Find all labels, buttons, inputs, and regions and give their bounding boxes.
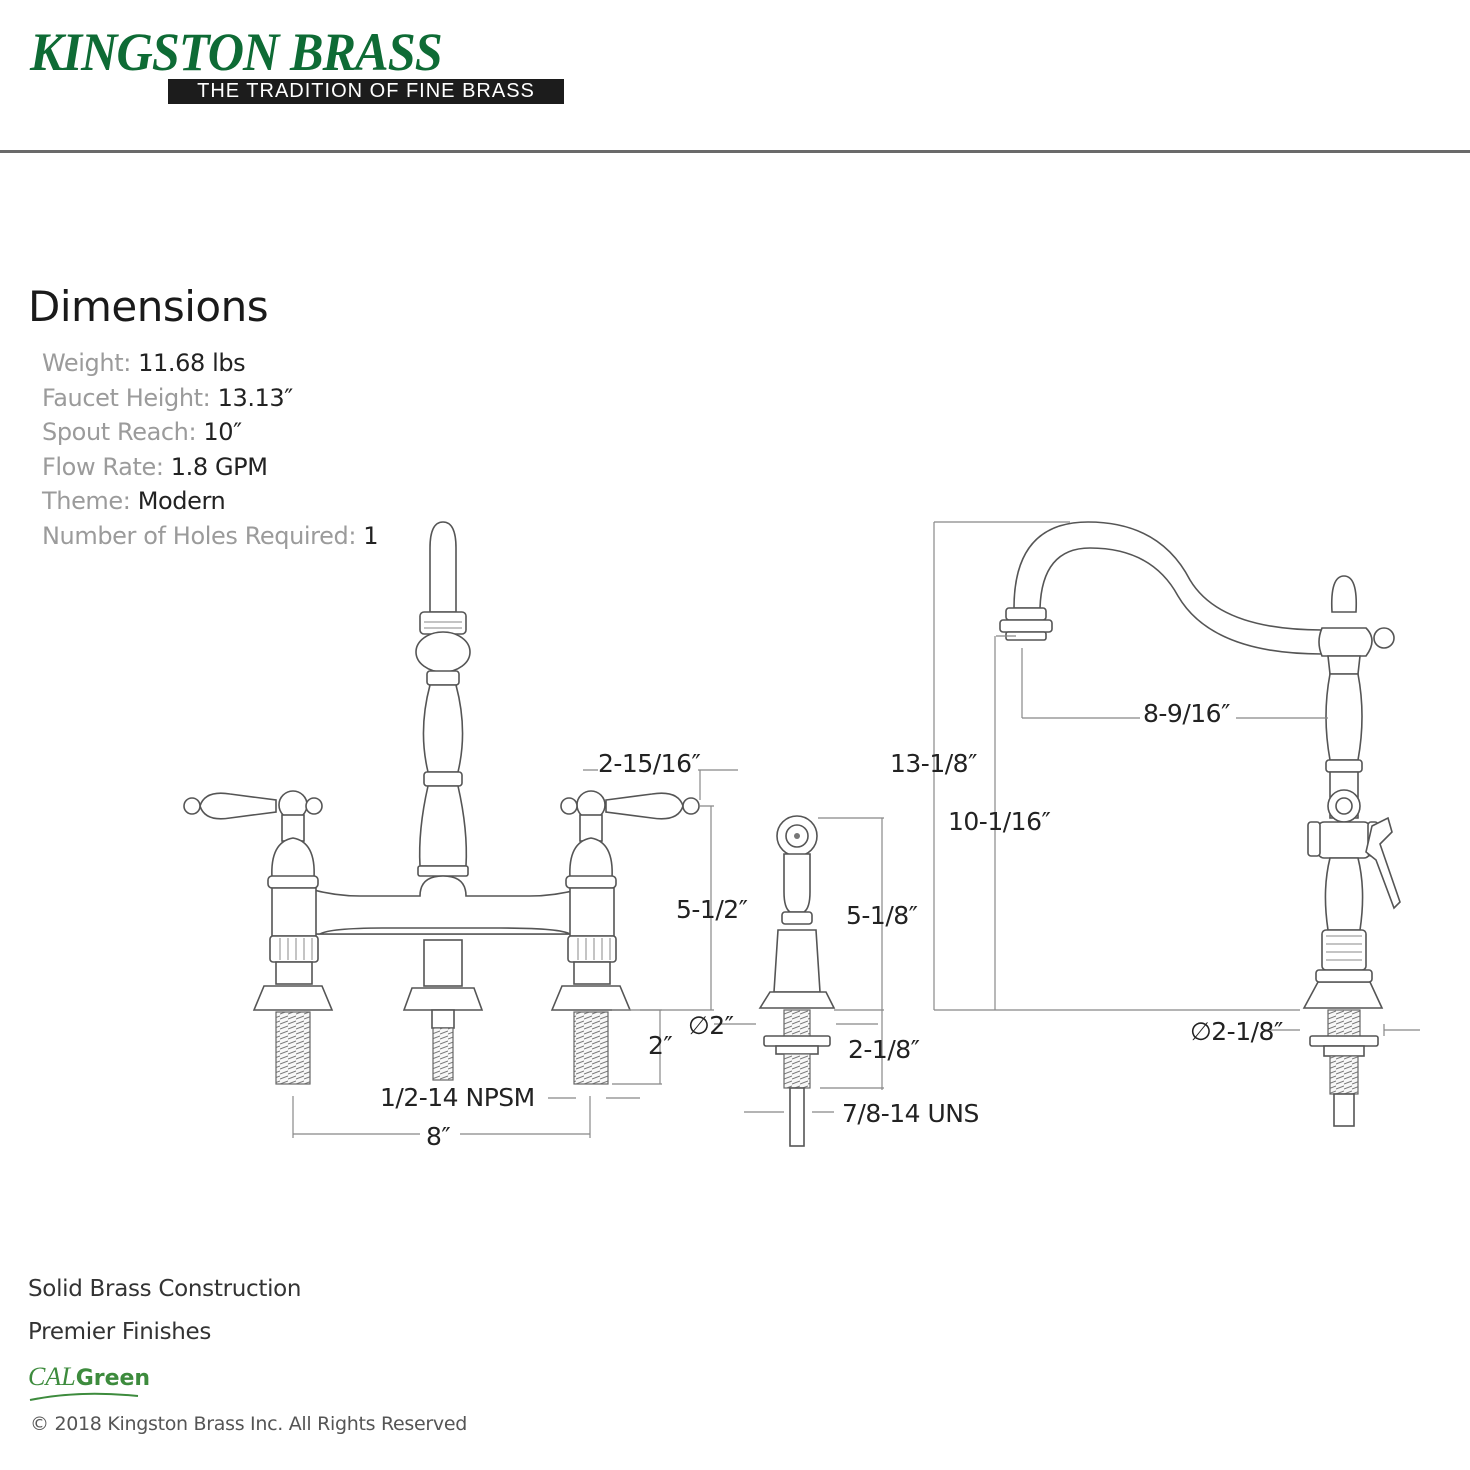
callout-spout-reach: 8-9/16″ (1143, 699, 1230, 728)
side-view-faucet (999, 521, 1401, 1127)
callout-spout-clearance: 10-1/16″ (948, 807, 1050, 836)
spec-theme: Theme: Modern (42, 484, 378, 519)
callout-faucet-height-top: 5-1/2″ (676, 895, 748, 924)
callout-side-base-diameter: ∅2-1/8″ (1190, 1017, 1283, 1046)
spec-value: 1.8 GPM (170, 452, 268, 481)
callout-shank-length: 2″ (648, 1031, 672, 1060)
callout-base-diameter: ∅2″ (688, 1011, 734, 1040)
spec-label: Faucet Height: (42, 383, 211, 412)
callout-center-spread: 8″ (426, 1122, 450, 1151)
feature-list: Solid Brass Construction Premier Finishe… (28, 1270, 302, 1356)
brand-logo: KINGSTON BRASS (30, 22, 443, 82)
spec-label: Flow Rate: (42, 452, 164, 481)
header-divider (0, 150, 1470, 153)
side-sprayer (758, 815, 836, 1147)
calgreen-logo: CALGreen (28, 1362, 151, 1401)
spec-holes: Number of Holes Required: 1 (42, 519, 379, 554)
callout-overall-height: 13-1/8″ (890, 749, 977, 778)
sprayer-dimension-lines (714, 817, 884, 1113)
spec-value: 10″ (203, 418, 242, 446)
callout-sprayer-thread: 7/8-14 UNS (842, 1099, 979, 1128)
spec-value: 13.13″ (217, 383, 294, 412)
spec-faucet-height: Faucet Height: 13.13″ (42, 381, 378, 416)
feature-item: Solid Brass Construction (28, 1276, 302, 1302)
front-view-dimension-lines (292, 769, 738, 1138)
spec-spout-reach: Spout Reach: 10″ (42, 415, 378, 450)
callout-shank-thread: 1/2-14 NPSM (380, 1083, 535, 1112)
dimensions-title: Dimensions (28, 282, 269, 331)
side-view-dimension-lines (933, 521, 1420, 1036)
spec-label: Spout Reach: (42, 418, 197, 446)
callout-sprayer-shank: 2-1/8″ (848, 1035, 920, 1064)
spec-weight: Weight: 11.68 lbs (42, 346, 378, 381)
brand-header: KINGSTON BRASS THE TRADITION OF FINE BRA… (0, 0, 1470, 153)
callout-handle-spread: 2-15/16″ (598, 749, 700, 778)
spec-label: Weight: (42, 349, 131, 377)
calgreen-swoosh-icon (29, 1392, 139, 1401)
calgreen-prefix: CAL (28, 1362, 76, 1391)
front-view-faucet (183, 521, 700, 1085)
calgreen-suffix: Green (75, 1366, 151, 1391)
brand-tagline: THE TRADITION OF FINE BRASS (168, 79, 564, 104)
callout-sprayer-height: 5-1/8″ (846, 901, 918, 930)
spec-value: Modern (137, 487, 226, 515)
spec-list: Weight: 11.68 lbs Faucet Height: 13.13″ … (42, 346, 379, 554)
spec-flow-rate: Flow Rate: 1.8 GPM (42, 450, 378, 485)
spec-label: Number of Holes Required: (42, 521, 357, 550)
feature-item: Premier Finishes (28, 1319, 212, 1345)
spec-value: 1 (363, 521, 379, 550)
spec-label: Theme: (42, 487, 131, 515)
spec-value: 11.68 lbs (138, 349, 246, 377)
copyright-notice: © 2018 Kingston Brass Inc. All Rights Re… (30, 1413, 468, 1435)
